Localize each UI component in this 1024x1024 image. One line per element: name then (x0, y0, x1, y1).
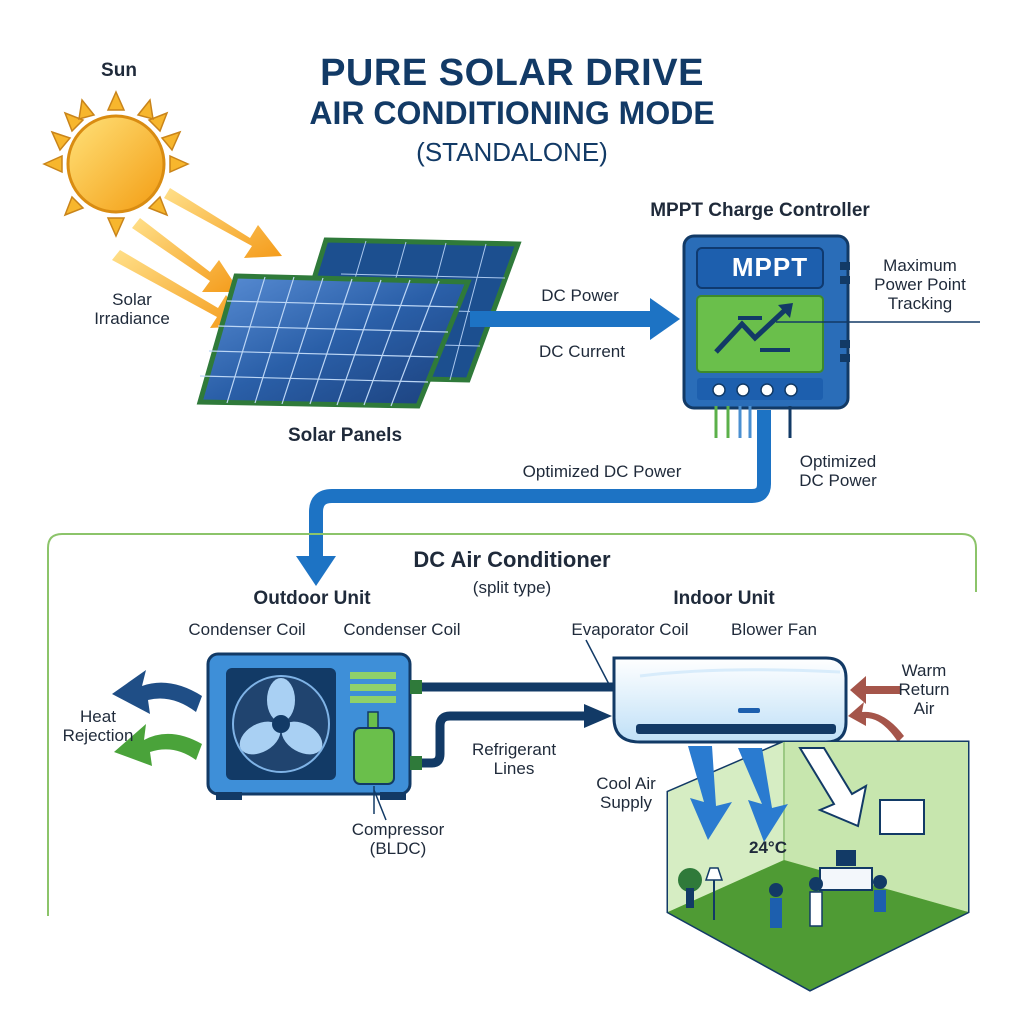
indoor-unit-label: Indoor Unit (673, 588, 775, 609)
solar-panels-label: Solar Panels (287, 425, 403, 446)
mppt-screen-label: MPPT (731, 252, 809, 282)
outdoor-unit-label: Outdoor Unit (253, 588, 371, 609)
room-scene (666, 740, 970, 992)
solar-panels-icon (196, 237, 522, 409)
irradiance-arrows (112, 188, 282, 328)
dc-power-arrow (470, 298, 680, 340)
mppt-controller-title: MPPT Charge Controller (650, 200, 870, 221)
compressor-label: Compressor(BLDC) (351, 820, 445, 859)
title-line-2: AIR CONDITIONING MODE (309, 95, 715, 131)
condenser-coil-left-label: Condenser Coil (188, 620, 306, 639)
blower-fan-label: Blower Fan (731, 620, 817, 639)
outdoor-unit-icon (206, 652, 422, 814)
optimized-dc-arrowhead (296, 556, 336, 586)
heat-rejection-arrows (112, 670, 202, 766)
optimized-dc-flow (309, 410, 771, 562)
evaporator-coil-label: Evaporator Coil (571, 620, 689, 639)
ac-subtitle: (split type) (472, 578, 552, 597)
optimized-dc-left-label: Optimized DC Power (522, 462, 682, 481)
condenser-coil-right-label: Condenser Coil (343, 620, 461, 639)
mppt-controller-icon (682, 234, 980, 438)
refrigerant-lines (422, 682, 616, 768)
title-line-1: PURE SOLAR DRIVE (320, 52, 704, 94)
dc-current-label: DC Current (539, 342, 625, 361)
title-line-3: (STANDALONE) (416, 137, 608, 167)
indoor-unit-icon (612, 656, 848, 744)
room-temperature-label: 24°C (749, 838, 787, 857)
warm-return-arrows (848, 676, 904, 742)
cool-air-arrows (688, 746, 868, 842)
ac-title: DC Air Conditioner (413, 547, 611, 572)
sun-icon (42, 90, 190, 238)
leader-lines (373, 639, 613, 821)
sun-label: Sun (101, 60, 137, 81)
ac-system-frame (47, 533, 977, 916)
dc-power-label: DC Power (541, 286, 619, 305)
